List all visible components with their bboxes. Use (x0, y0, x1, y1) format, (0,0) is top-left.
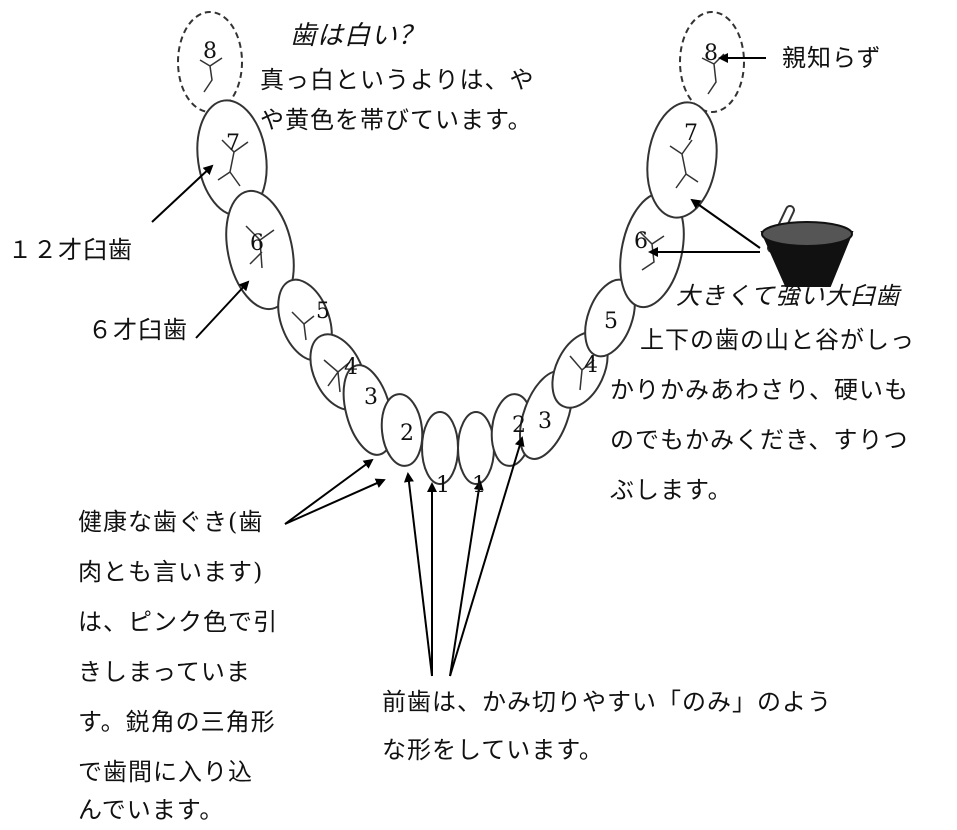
tooth-number-6: 2 (400, 421, 414, 446)
tooth-number-5: 3 (364, 385, 378, 410)
white-teeth-line-2: や黄色を帯びています。 (260, 106, 533, 134)
strong-molars-line-2: かりかみあわさり、硬いも (610, 376, 910, 404)
heading-strong-molars: 大きくて強い大臼歯 (676, 282, 901, 310)
tooth-number-15: 8 (704, 41, 718, 66)
arrow-molar-strong-upper (690, 198, 761, 249)
tooth-left-2 (380, 393, 424, 467)
arrow-gum-1 (284, 458, 374, 525)
white-teeth-line-1: 真っ白というよりは、や (260, 66, 535, 94)
gum-line-1: 健康な歯ぐき(歯 (78, 508, 264, 536)
label-arrows (151, 53, 766, 677)
gum-line-7: んでいます。 (78, 796, 225, 824)
front-teeth-line-1: 前歯は、かみ切りやすい「のみ」のよう (382, 688, 832, 716)
strong-molars-line-1: 上下の歯の山と谷がしっ (640, 326, 915, 354)
tooth-fissures (199, 53, 725, 393)
strong-molars-line-3: のでもかみくだき、すりつ (610, 426, 909, 454)
tooth-number-3: 5 (316, 299, 330, 324)
gum-line-2: 肉とも言います) (78, 558, 264, 586)
front-teeth-line-2: な形をしています。 (382, 736, 604, 764)
gum-line-6: で歯間に入り込 (78, 758, 253, 786)
arrow-gum-2 (284, 478, 386, 525)
gum-line-5: す。鋭角の三角形 (78, 708, 276, 736)
wisdom-tooth-right (679, 11, 745, 113)
tooth-number-14: 7 (684, 121, 698, 146)
mortar-pestle-icon (760, 205, 854, 287)
tooth-number-7: 1 (436, 473, 450, 498)
gum-line-3: は、ピンク色で引 (78, 608, 278, 636)
arrow-molar-12 (151, 164, 214, 223)
arrow-molar-6 (195, 280, 250, 339)
tooth-number-10: 3 (538, 409, 552, 434)
label-wisdom-tooth: 親知らず (782, 44, 882, 72)
label-6yr-molar: ６才臼歯 (88, 316, 188, 344)
tooth-number-11: 4 (584, 353, 598, 378)
arrow-front-3 (449, 480, 484, 677)
gum-line-4: きしまっていま (78, 658, 251, 686)
tooth-number-4: 4 (344, 355, 358, 380)
tooth-number-2: 6 (250, 231, 264, 256)
tooth-right-7 (646, 101, 718, 219)
label-12yr-molar: １２才臼歯 (8, 236, 133, 264)
tooth-number-9: 2 (512, 413, 526, 438)
heading-white-teeth: 歯は白い？ (290, 21, 426, 51)
tooth-number-1: 7 (226, 131, 240, 156)
tooth-number-13: 6 (634, 229, 648, 254)
arrow-front-1 (403, 472, 433, 677)
tooth-number-12: 5 (604, 309, 618, 334)
tooth-number-0: 8 (203, 39, 217, 64)
strong-molars-line-4: ぶします。 (610, 476, 733, 504)
arrow-front-4 (449, 436, 525, 677)
tooth-number-8: 1 (472, 473, 486, 498)
